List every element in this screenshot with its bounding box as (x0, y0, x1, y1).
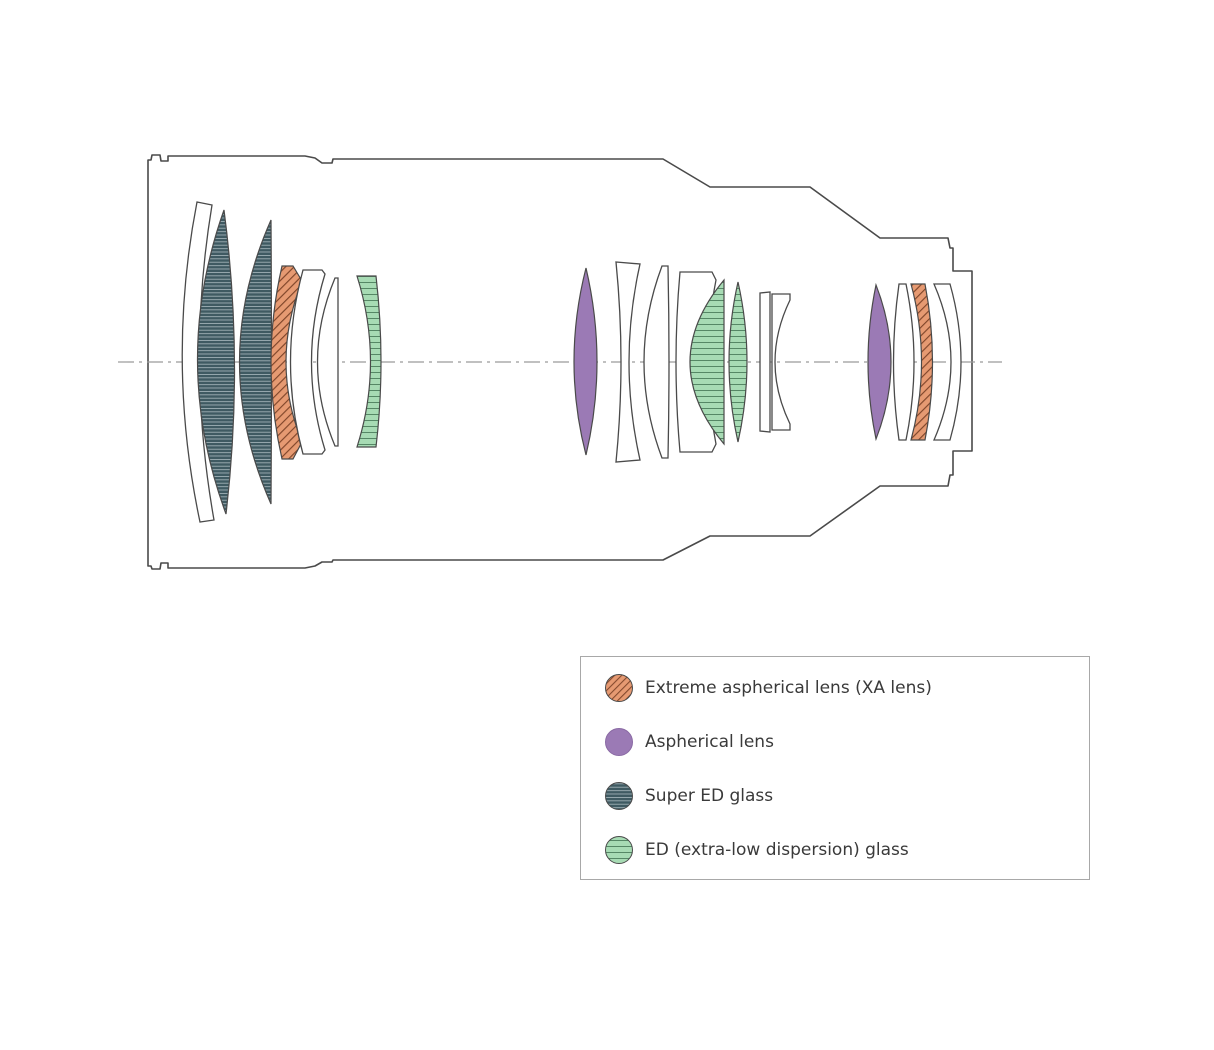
hatched-circle-icon (605, 674, 633, 702)
lens-xa-1 (270, 265, 303, 460)
lens-aspherical-1 (573, 267, 598, 456)
legend-item-ed: ED (extra-low dispersion) glass (603, 833, 909, 867)
legend-item-aspherical: Aspherical lens (603, 725, 774, 759)
lens-ed-2 (689, 278, 725, 446)
lens-barrel-outline (147, 154, 973, 570)
lens-clear-2 (289, 269, 326, 455)
lens-clear-4 (615, 261, 641, 463)
lens-clear-7 (759, 291, 771, 433)
legend-item-super-ed: Super ED glass (603, 779, 773, 813)
lens-clear-3 (316, 277, 339, 447)
legend-label-super-ed: Super ED glass (645, 786, 774, 806)
lens-clear-9 (892, 283, 915, 441)
lens-xa-2 (910, 283, 934, 441)
lens-ed-1 (356, 275, 382, 448)
lens-clear-10 (933, 283, 962, 441)
striped-circle-icon (605, 782, 633, 810)
lens-aspherical-2 (867, 282, 892, 442)
legend-label-ed: ED (extra-low dispersion) glass (645, 840, 909, 860)
striped-circle-icon (605, 836, 633, 864)
lens-super-ed-1 (196, 209, 236, 515)
legend-box: Extreme aspherical lens (XA lens) Aspher… (580, 656, 1090, 880)
legend-item-xa: Extreme aspherical lens (XA lens) (603, 671, 932, 705)
filled-circle-icon (605, 728, 633, 756)
lens-clear-8 (771, 293, 791, 431)
legend-label-xa: Extreme aspherical lens (XA lens) (645, 678, 932, 698)
lens-super-ed-2 (238, 219, 273, 505)
lens-ed-3 (728, 281, 748, 443)
lens-clear-5 (643, 265, 670, 459)
legend-label-aspherical: Aspherical lens (645, 732, 774, 752)
